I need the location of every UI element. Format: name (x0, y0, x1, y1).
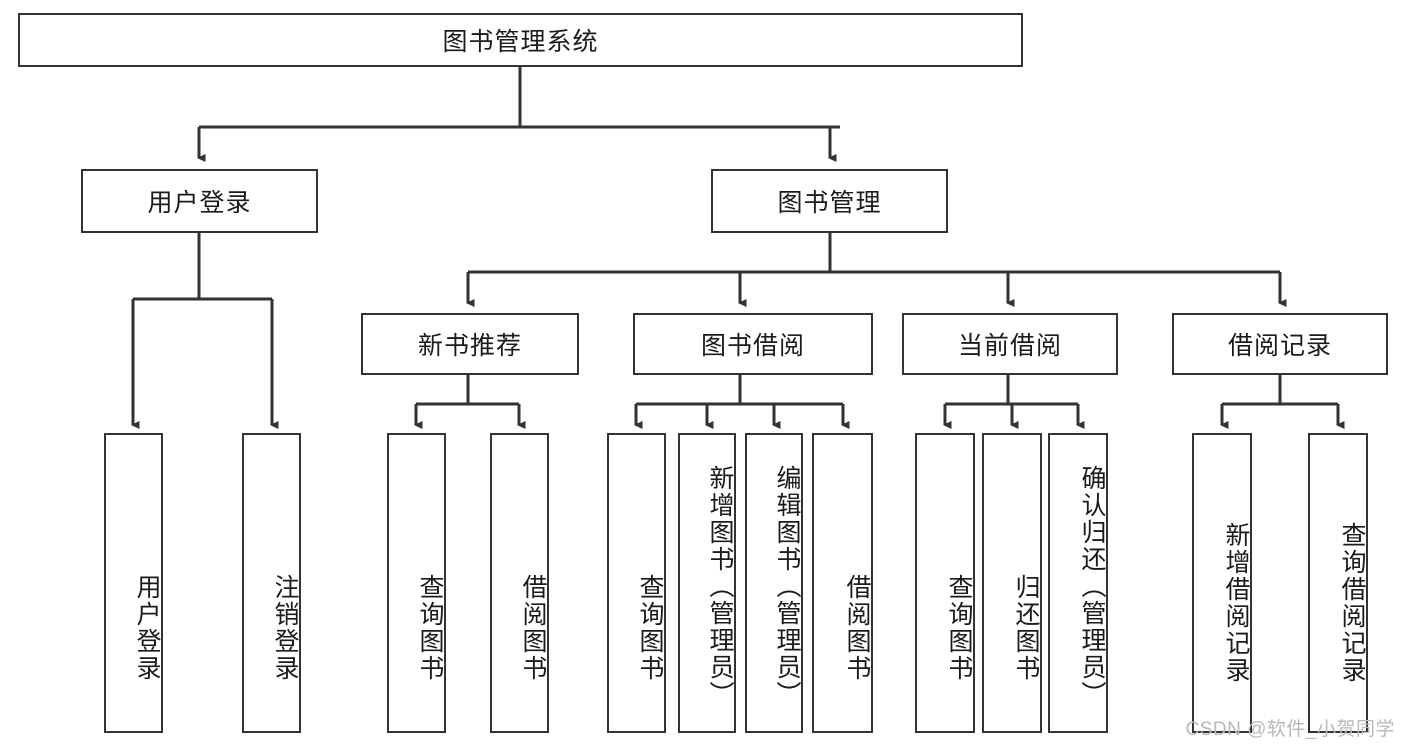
node-leaf-query-book-2-label: 查询图书 (636, 574, 664, 682)
node-book-manage[interactable]: 图书管理 (711, 169, 948, 233)
node-leaf-query-book-2[interactable]: 查询图书 (607, 433, 666, 733)
node-borrow-record[interactable]: 借阅记录 (1172, 313, 1388, 375)
node-leaf-query-book-1[interactable]: 查询图书 (387, 433, 446, 733)
node-leaf-user-login[interactable]: 用户登录 (104, 433, 163, 733)
node-current-borrow[interactable]: 当前借阅 (902, 313, 1118, 375)
node-book-manage-label: 图书管理 (777, 189, 882, 217)
node-leaf-return-book-label: 归还图书 (1012, 574, 1040, 682)
node-leaf-query-book-3[interactable]: 查询图书 (915, 433, 975, 733)
node-leaf-add-book[interactable]: 新增图书（管理员） (678, 433, 736, 733)
node-leaf-return-book[interactable]: 归还图书 (982, 433, 1042, 733)
node-leaf-user-logout-label: 注销登录 (271, 574, 299, 682)
node-leaf-borrow-book-1[interactable]: 借阅图书 (490, 433, 549, 733)
node-leaf-borrow-book-1-label: 借阅图书 (519, 574, 547, 682)
node-leaf-edit-book-label: 编辑图书（管理员） (773, 464, 801, 708)
node-root-label: 图书管理系统 (442, 28, 599, 56)
node-user-login[interactable]: 用户登录 (81, 169, 318, 233)
node-leaf-query-record-label: 查询借阅记录 (1338, 522, 1366, 684)
node-current-borrow-label: 当前借阅 (957, 332, 1062, 360)
node-leaf-borrow-book-2[interactable]: 借阅图书 (812, 433, 873, 733)
watermark-label: CSDN @软件_小贺同学 (1185, 719, 1395, 740)
node-book-borrow-label: 图书借阅 (700, 332, 805, 360)
node-leaf-confirm-return[interactable]: 确认归还（管理员） (1048, 433, 1108, 733)
node-leaf-add-record-label: 新增借阅记录 (1222, 522, 1250, 684)
node-new-book-recommend[interactable]: 新书推荐 (361, 313, 579, 375)
node-borrow-record-label: 借阅记录 (1227, 332, 1332, 360)
node-new-book-recommend-label: 新书推荐 (417, 332, 522, 360)
node-leaf-confirm-return-label: 确认归还（管理员） (1078, 464, 1106, 708)
node-root[interactable]: 图书管理系统 (18, 13, 1023, 67)
node-leaf-borrow-book-2-label: 借阅图书 (843, 574, 871, 682)
node-leaf-user-login-label: 用户登录 (133, 574, 161, 682)
node-leaf-edit-book[interactable]: 编辑图书（管理员） (745, 433, 803, 733)
node-book-borrow[interactable]: 图书借阅 (633, 313, 873, 375)
node-leaf-add-book-label: 新增图书（管理员） (706, 464, 734, 708)
node-leaf-add-record[interactable]: 新增借阅记录 (1192, 433, 1252, 733)
node-leaf-query-record[interactable]: 查询借阅记录 (1308, 433, 1368, 733)
node-user-login-label: 用户登录 (147, 189, 252, 217)
node-leaf-query-book-3-label: 查询图书 (945, 574, 973, 682)
node-leaf-user-logout[interactable]: 注销登录 (242, 433, 301, 733)
node-leaf-query-book-1-label: 查询图书 (416, 574, 444, 682)
